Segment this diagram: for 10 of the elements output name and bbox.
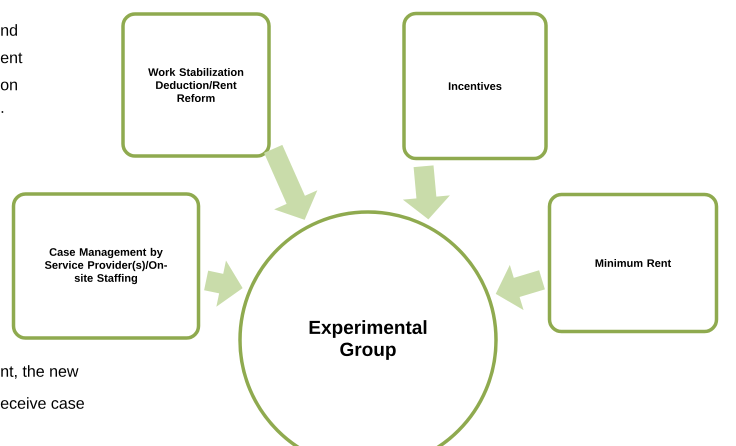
process-box: Work Stabilization Deduction/Rent Reform [121, 12, 271, 158]
process-box: Case Management by Service Provider(s)/On-site Staffing [12, 192, 200, 340]
body-text: nt, the new [1, 365, 78, 379]
body-text: on [0, 82, 17, 90]
body-text: eceive case [0, 397, 84, 409]
process-box: Minimum Rent [548, 192, 718, 334]
body-text: nd [1, 24, 17, 36]
process-box: Incentives [402, 12, 548, 160]
body-text: . [2, 111, 4, 113]
body-text: ent [0, 52, 22, 64]
